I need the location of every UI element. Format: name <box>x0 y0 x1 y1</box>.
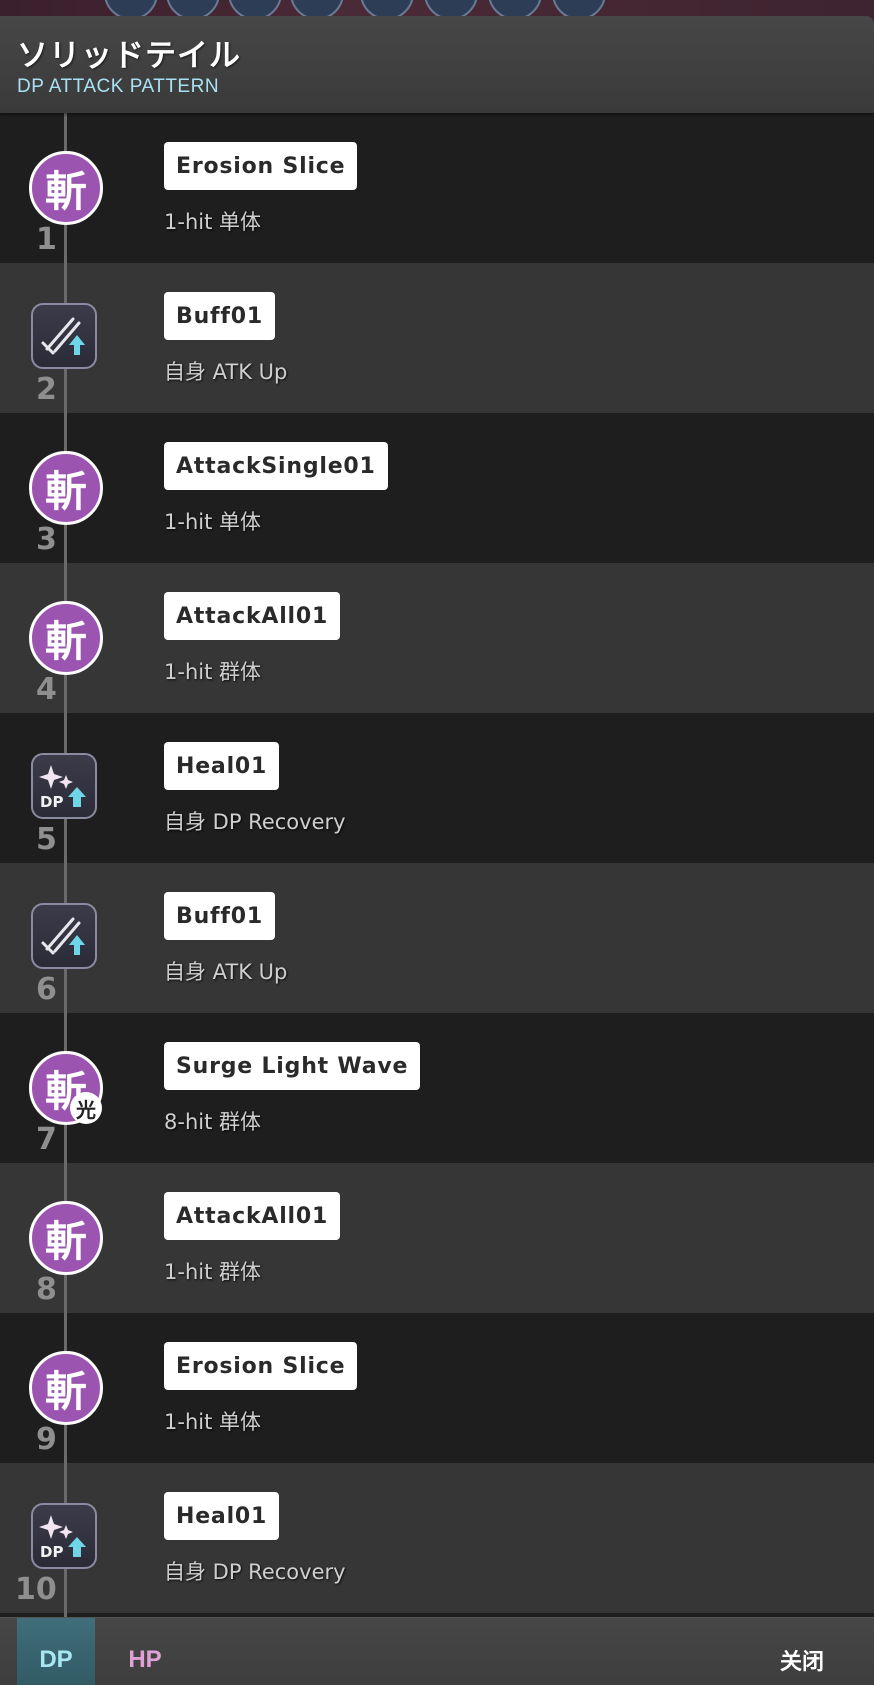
skill-name-tag: Surge Light Wave <box>164 1042 421 1090</box>
skill-name-tag: Erosion Slice <box>164 142 358 190</box>
skill-name-tag: Heal01 <box>164 742 280 790</box>
close-button[interactable]: 关闭 <box>779 1650 824 1675</box>
slash-icon: 斬 <box>29 1351 103 1425</box>
skill-name-tag: Erosion Slice <box>164 1342 358 1390</box>
dp-recovery-icon: DP <box>31 1503 97 1569</box>
step-number: 2 <box>36 372 57 407</box>
slash-icon: 斬 <box>29 601 103 675</box>
light-element-badge: 光 <box>70 1092 102 1124</box>
skill-description: 1-hit 单体 <box>164 510 261 534</box>
dp-recovery-icon: DP <box>31 753 97 819</box>
slash-icon: 斬 <box>29 451 103 525</box>
panel-subtitle: DP ATTACK PATTERN <box>17 76 220 97</box>
pattern-row: 6 Buff01 自身 ATK Up <box>0 863 874 1013</box>
svg-text:DP: DP <box>40 793 63 811</box>
timeline-line <box>64 113 67 1633</box>
skill-description: 1-hit 群体 <box>164 660 261 684</box>
skill-name-tag: AttackAll01 <box>164 1192 341 1240</box>
svg-text:DP: DP <box>40 1543 63 1561</box>
step-number: 4 <box>36 672 57 707</box>
skill-name-tag: Buff01 <box>164 892 275 940</box>
action-icon-wrap: 斬光 <box>29 1051 103 1125</box>
step-number: 1 <box>36 222 57 257</box>
sword-buff-icon <box>31 303 97 369</box>
step-number: 9 <box>36 1422 57 1457</box>
slash-icon: 斬 <box>29 1201 103 1275</box>
panel-header: ソリッドテイル DP ATTACK PATTERN <box>0 16 874 113</box>
top-icon-strip <box>0 0 874 20</box>
skill-name-tag: AttackSingle01 <box>164 442 388 490</box>
skill-description: 自身 DP Recovery <box>164 810 346 834</box>
action-icon-wrap: 斬 <box>29 601 103 675</box>
action-icon-wrap: 斬 <box>29 151 103 225</box>
step-number: 5 <box>36 822 57 857</box>
action-icon-wrap: DP <box>29 751 103 825</box>
action-icon-wrap <box>29 901 103 975</box>
skill-description: 1-hit 单体 <box>164 1410 261 1434</box>
action-icon-wrap: 斬 <box>29 451 103 525</box>
skill-description: 8-hit 群体 <box>164 1110 261 1134</box>
slash-icon: 斬 <box>29 151 103 225</box>
skill-name-tag: Buff01 <box>164 292 275 340</box>
panel-footer: DP HP 关闭 <box>0 1617 874 1685</box>
step-number: 10 <box>15 1572 57 1607</box>
step-number: 8 <box>36 1272 57 1307</box>
action-icon-wrap: 斬 <box>29 1351 103 1425</box>
skill-name-tag: AttackAll01 <box>164 592 341 640</box>
step-number: 6 <box>36 972 57 1007</box>
action-icon-wrap: DP <box>29 1501 103 1575</box>
tab-dp[interactable]: DP <box>17 1618 95 1685</box>
skill-name-tag: Heal01 <box>164 1492 280 1540</box>
pattern-row: DP 5 Heal01 自身 DP Recovery <box>0 713 874 863</box>
pattern-row: 2 Buff01 自身 ATK Up <box>0 263 874 413</box>
pattern-row: DP 10 Heal01 自身 DP Recovery <box>0 1463 874 1613</box>
action-icon-wrap: 斬 <box>29 1201 103 1275</box>
tab-hp[interactable]: HP <box>128 1646 162 1673</box>
action-icon-wrap <box>29 301 103 375</box>
sword-buff-icon <box>31 903 97 969</box>
step-number: 7 <box>36 1122 57 1157</box>
slash-light-icon: 斬光 <box>29 1051 103 1125</box>
skill-description: 1-hit 群体 <box>164 1260 261 1284</box>
skill-description: 自身 DP Recovery <box>164 1560 346 1584</box>
skill-description: 自身 ATK Up <box>164 960 288 984</box>
skill-description: 自身 ATK Up <box>164 360 288 384</box>
enemy-name: ソリッドテイル <box>17 38 241 74</box>
step-number: 3 <box>36 522 57 557</box>
skill-description: 1-hit 单体 <box>164 210 261 234</box>
